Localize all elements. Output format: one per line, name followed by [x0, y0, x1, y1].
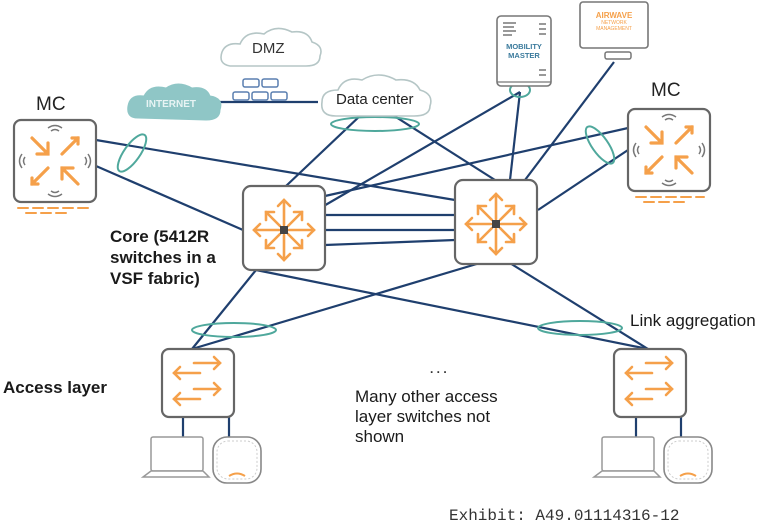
- lag-ring-access2: [537, 320, 623, 336]
- core-label-line2: switches in a: [110, 248, 216, 267]
- mc-right-controller-icon: [626, 107, 712, 203]
- airwave-monitor-icon: [579, 1, 649, 60]
- link-core2-access2: [504, 259, 649, 350]
- link-mcright-core2: [537, 149, 629, 211]
- mobility-master-line2: MASTER: [508, 51, 540, 60]
- lag-ring-mc-right: [584, 125, 616, 165]
- mobility-master-line1: MOBILITY: [506, 42, 542, 51]
- many-other-line3: shown: [355, 427, 405, 446]
- airwave-sub1: NETWORK: [601, 20, 627, 26]
- internet-label: INTERNET: [146, 99, 196, 110]
- link-core2-access1: [191, 258, 491, 351]
- lag-ring-mc-left: [116, 133, 148, 173]
- mobility-master-icon: [496, 15, 552, 87]
- dmz-label: DMZ: [252, 40, 285, 57]
- laptop-2-icon: [591, 436, 662, 478]
- exhibit-caption: Exhibit: A49.01114316-12: [449, 507, 680, 525]
- many-other-line1: Many other access: [355, 387, 498, 406]
- link-mcleft-core1: [95, 164, 244, 232]
- core-label-line3: VSF fabric): [110, 269, 200, 288]
- access-point-2-icon: [663, 436, 713, 484]
- airwave-title: AIRWAVE: [595, 11, 633, 20]
- access-point-1-icon: [212, 436, 262, 484]
- lag-ring-access1: [191, 322, 277, 338]
- mc-left-controller-icon: [12, 118, 98, 214]
- core-label: Core (5412R switches in a VSF fabric): [110, 226, 216, 289]
- link-core1-access1: [191, 269, 257, 350]
- link-aggregation-label: Link aggregation: [630, 311, 756, 330]
- lag-rings: [116, 82, 623, 338]
- mc-right-label: MC: [651, 80, 681, 101]
- mc-left-label: MC: [36, 94, 66, 115]
- data-center-label: Data center: [336, 91, 414, 108]
- link-dc-core1: [285, 113, 363, 187]
- link-airwave-core2: [524, 61, 615, 181]
- link-vsf-3: [324, 238, 456, 247]
- ellipsis-label: . . .: [430, 362, 447, 376]
- data-center-cloud-icon: [320, 74, 432, 117]
- airwave-sub2: MANAGEMENT: [596, 26, 632, 32]
- link-core1-access2: [255, 268, 649, 351]
- internet-cloud-icon: [127, 83, 222, 121]
- core-switch-1-icon: [241, 184, 327, 272]
- link-mcleft-core2: [95, 138, 456, 202]
- firewall-icon: [232, 78, 288, 101]
- core-label-line1: Core (5412R: [110, 227, 210, 246]
- access-layer-label: Access layer: [3, 378, 107, 397]
- many-other-label: Many other access layer switches not sho…: [355, 387, 498, 447]
- many-other-line2: layer switches not: [355, 407, 491, 426]
- link-mm-core1: [321, 91, 521, 208]
- link-dc-core2: [387, 111, 496, 181]
- links: [95, 61, 683, 437]
- link-mm-core2: [508, 91, 522, 181]
- dmz-cloud-icon: [220, 27, 322, 67]
- mobility-master-label: MOBILITY MASTER: [502, 42, 546, 60]
- access-switch-1-icon: [160, 347, 236, 419]
- access-switch-2-icon: [612, 347, 688, 419]
- lag-ring-data-center: [330, 116, 420, 132]
- airwave-label: AIRWAVE NETWORK MANAGEMENT: [584, 11, 644, 32]
- core-switch-2-icon: [453, 178, 539, 266]
- link-mcright-core1: [324, 126, 629, 198]
- laptop-1-icon: [140, 436, 211, 478]
